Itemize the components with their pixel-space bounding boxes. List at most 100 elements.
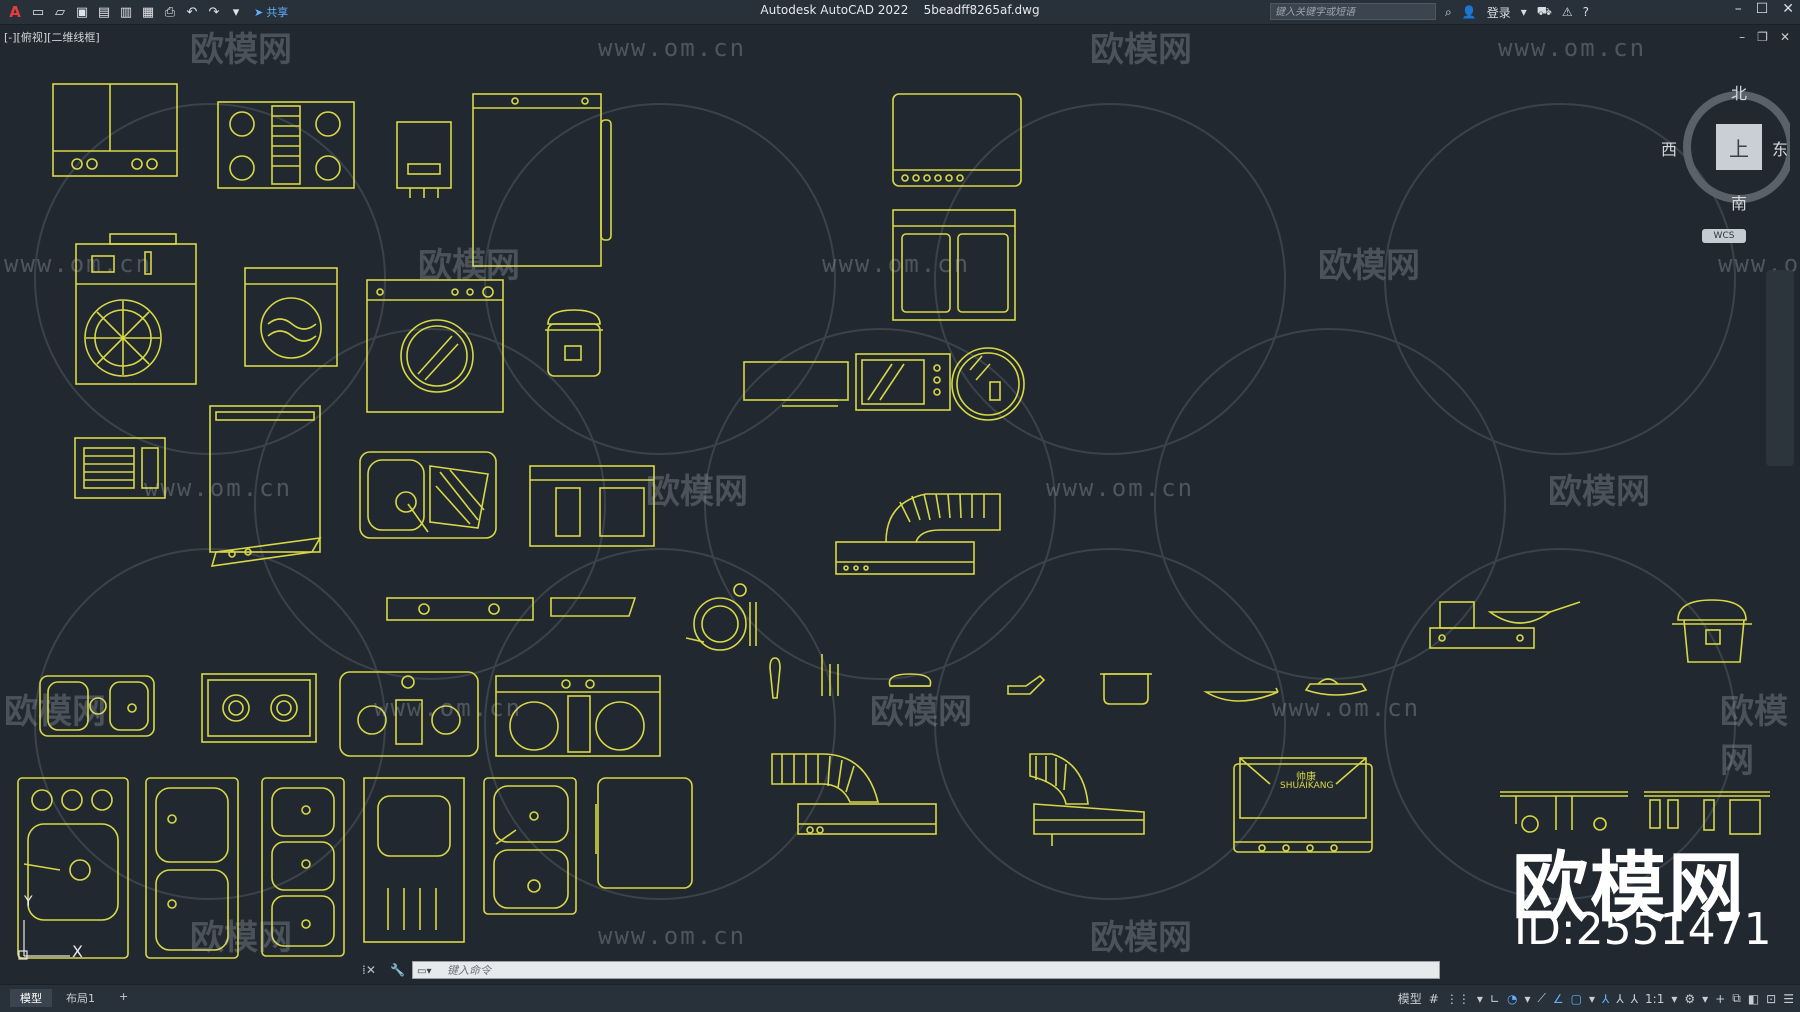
close-icon[interactable]: ✕	[1782, 1, 1794, 17]
wrench-icon[interactable]: 🔧	[390, 963, 405, 977]
range-hood-duct-block[interactable]	[835, 493, 1001, 575]
tv-monitor-block[interactable]	[892, 93, 1022, 187]
undo-icon[interactable]: ↶	[186, 4, 198, 20]
compass-south[interactable]: 南	[1731, 194, 1748, 213]
annotation-visibility-icon[interactable]: ⅄	[1602, 991, 1610, 1006]
clean-screen-icon[interactable]: ⊡	[1766, 991, 1777, 1006]
compass-east[interactable]: 东	[1772, 140, 1789, 159]
front-load-washer-small-block[interactable]	[244, 267, 338, 367]
viewport-controls-label[interactable]: [-][俯视][二维线框]	[4, 31, 100, 44]
help-icon[interactable]: ?	[1582, 5, 1589, 19]
minimize-icon[interactable]: –	[1734, 1, 1742, 17]
navigation-bar[interactable]	[1766, 270, 1794, 466]
cad-drawing[interactable]	[0, 24, 1800, 984]
customize-dropdown-icon[interactable]: ▾	[232, 4, 240, 20]
induction-hob-dual-block[interactable]	[495, 675, 661, 757]
sink-triple-vertical-block[interactable]	[261, 777, 345, 957]
save-icon[interactable]: ▣	[75, 4, 89, 20]
chevron-down-icon[interactable]: ▾	[1702, 991, 1709, 1006]
oven-block[interactable]	[892, 209, 1016, 321]
app-menu-button[interactable]: A	[9, 3, 21, 21]
induction-cooktop-block[interactable]	[52, 83, 178, 177]
command-history-icon[interactable]: ▭▾	[417, 966, 432, 977]
plate-and-cutlery-block[interactable]	[685, 583, 757, 651]
doc-minimize-icon[interactable]: –	[1739, 30, 1746, 44]
isolate-objects-icon[interactable]: ⧉	[1732, 991, 1741, 1005]
new-file-icon[interactable]: ▭	[31, 4, 45, 20]
sink-double-vertical-block[interactable]	[145, 777, 239, 959]
viewcube[interactable]: 北 西 东 南 上 WCS	[1660, 84, 1790, 254]
open-folder-icon[interactable]: ▱	[55, 4, 65, 20]
annotation-scale-value[interactable]: 1:1	[1645, 991, 1665, 1006]
compass-north[interactable]: 北	[1731, 84, 1748, 103]
annotation-scale-icon[interactable]: ⅄	[1630, 991, 1639, 1006]
drawing-canvas[interactable]: [-][俯视][二维线框] – ❐ ✕	[0, 24, 1800, 984]
command-input[interactable]: ▭▾ 键入命令	[412, 961, 1440, 979]
login-link[interactable]: 登录	[1486, 5, 1511, 20]
doc-close-icon[interactable]: ✕	[1779, 30, 1790, 44]
triple-sink-cooktop-block[interactable]	[17, 777, 129, 959]
cooktop-side-view-block[interactable]	[386, 597, 637, 621]
model-space-toggle[interactable]: 模型	[1397, 992, 1422, 1006]
chevron-down-icon[interactable]: ▾	[1476, 991, 1483, 1006]
hardware-acceleration-icon[interactable]: ◧	[1747, 991, 1760, 1006]
chevron-down-icon[interactable]: ▾	[1588, 991, 1596, 1006]
save-as-icon[interactable]: ▤	[97, 4, 111, 20]
front-load-washer-block[interactable]	[366, 279, 504, 413]
search-icon[interactable]: ⌕	[1445, 4, 1452, 19]
chevron-down-icon[interactable]: ▾	[1671, 991, 1678, 1006]
compass-west[interactable]: 西	[1661, 140, 1678, 159]
range-hood-slim-block[interactable]	[743, 361, 849, 407]
customize-menu-icon[interactable]: ☰	[1783, 991, 1794, 1006]
chimney-hood-front-block[interactable]	[1233, 757, 1373, 853]
snap-icon[interactable]: ⋮⋮	[1445, 991, 1470, 1006]
double-sink-block[interactable]	[39, 675, 155, 737]
wcs-menu[interactable]: WCS	[1702, 229, 1746, 243]
sink-single-faucet-block[interactable]	[483, 777, 577, 915]
sink-plain-block[interactable]	[595, 777, 693, 889]
viewcube-top-face[interactable]: 上	[1716, 124, 1762, 170]
wall-clock-oven-block[interactable]	[951, 347, 1025, 421]
top-load-washer-block[interactable]	[472, 93, 612, 267]
ac-unit-block[interactable]	[74, 437, 166, 499]
auto-scale-icon[interactable]: ⅄	[1616, 991, 1624, 1006]
autodesk-account-icon[interactable]: ⚠	[1561, 5, 1573, 19]
grid-icon[interactable]: #	[1428, 991, 1439, 1006]
redo-icon[interactable]: ↷	[208, 4, 220, 20]
plot-icon[interactable]: ▦	[141, 4, 155, 20]
print-icon[interactable]: ⎙	[164, 4, 176, 20]
kitchen-utensils-block[interactable]	[769, 654, 1368, 705]
isodraft-icon[interactable]: ⟋	[1537, 991, 1546, 1005]
gas-hob-four-burner-block[interactable]	[217, 101, 355, 189]
microwave-block[interactable]	[855, 353, 951, 411]
wok-on-stove-block[interactable]	[1429, 601, 1581, 649]
kitchen-sink-drainer-block[interactable]	[359, 451, 497, 539]
chevron-down-icon[interactable]: ▾	[1524, 991, 1531, 1006]
range-hood-duct-left-block[interactable]	[771, 753, 937, 835]
dishwasher-block[interactable]	[209, 405, 322, 567]
object-snap-tracking-icon[interactable]: ∠	[1552, 991, 1564, 1006]
maximize-icon[interactable]: ☐	[1755, 1, 1769, 17]
water-heater-block[interactable]	[396, 121, 452, 198]
tab-layout1[interactable]: 布局1	[66, 992, 95, 1005]
search-input[interactable]: 键入关键字或短语	[1270, 3, 1436, 20]
tab-model[interactable]: 模型	[10, 989, 52, 1007]
range-hood-duct-right-block[interactable]	[1029, 753, 1145, 846]
ortho-icon[interactable]: ∟	[1489, 991, 1500, 1006]
utensil-rack-block[interactable]	[1500, 791, 1770, 835]
cart-icon[interactable]: ⛟	[1536, 4, 1552, 18]
built-in-oven-block[interactable]	[529, 465, 655, 547]
gas-hob-two-burner-block[interactable]	[201, 673, 317, 743]
plus-icon[interactable]: +	[1715, 991, 1726, 1006]
share-button[interactable]: ➤ 共享	[254, 4, 288, 20]
user-icon[interactable]: 👤	[1461, 5, 1477, 19]
chevron-down-icon[interactable]: ▾	[1520, 5, 1527, 19]
gear-icon[interactable]: ⚙	[1684, 991, 1696, 1006]
web-save-icon[interactable]: ▥	[119, 4, 133, 20]
electric-pressure-cooker-block[interactable]	[1672, 599, 1752, 663]
dryer-block[interactable]	[75, 233, 197, 385]
object-snap-icon[interactable]: ▢	[1570, 991, 1582, 1006]
rice-cooker-block[interactable]	[545, 309, 603, 377]
doc-restore-icon[interactable]: ❐	[1757, 30, 1768, 44]
add-layout-button[interactable]: +	[119, 990, 129, 1003]
